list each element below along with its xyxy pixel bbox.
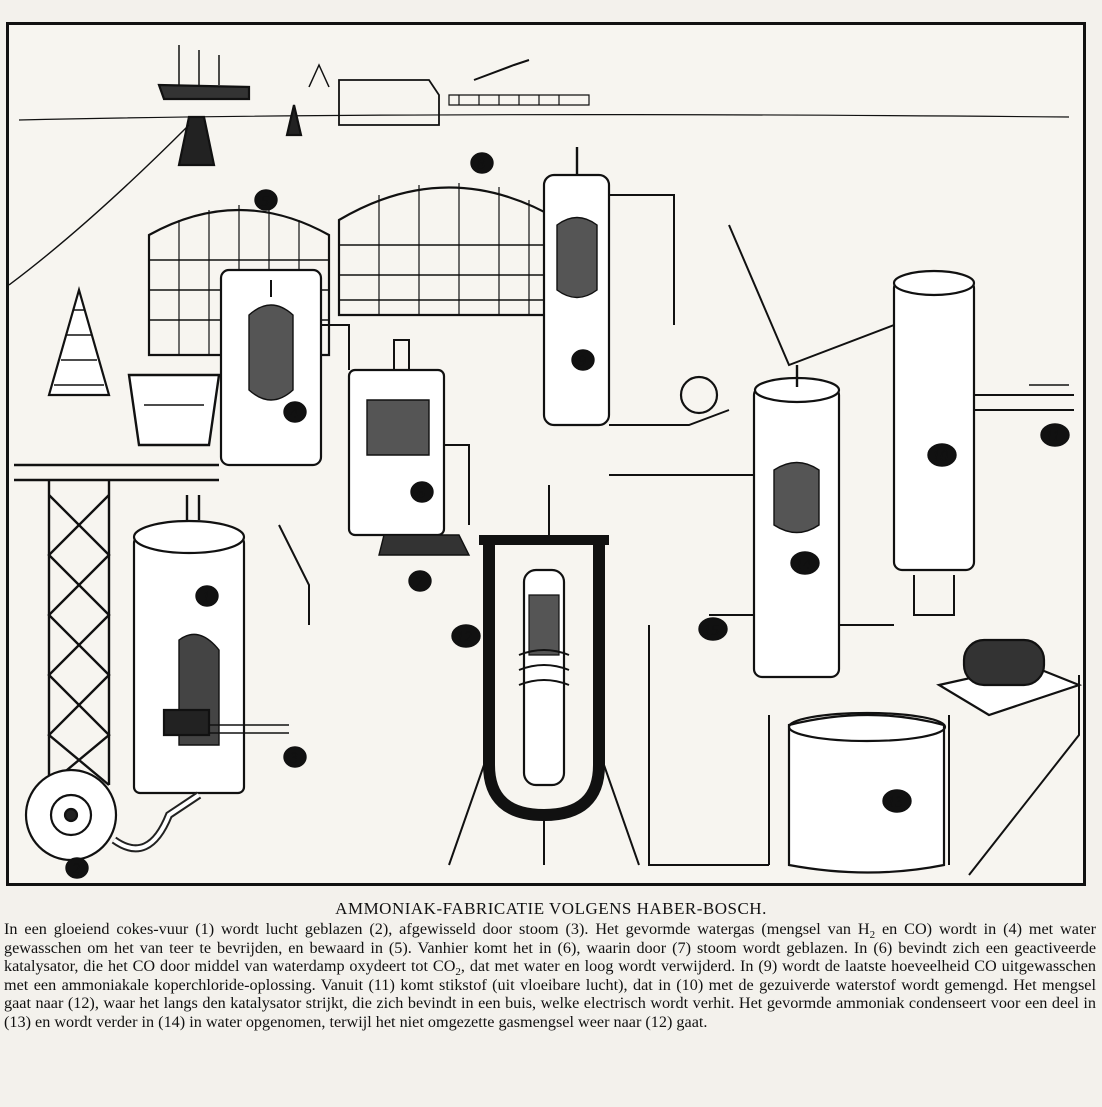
washer-4 — [219, 268, 323, 467]
absorber-14 — [548, 365, 841, 679]
caption-text-part-1: In een gloeiend cokes-vuur (1) wordt luc… — [4, 920, 870, 938]
svg-text:9: 9 — [578, 353, 586, 370]
label-8: 8 — [470, 152, 494, 174]
svg-text:10: 10 — [932, 448, 948, 465]
label-3: 3 — [283, 746, 307, 768]
caption-title: AMMONIAK-FABRICATIE VOLGENS HABER-BOSCH. — [335, 899, 767, 918]
label-2: 2 — [65, 857, 89, 879]
condenser-13 — [648, 625, 950, 874]
svg-text:15: 15 — [703, 622, 719, 639]
caption-text-part-3: , dat met water en loog wordt verwijderd… — [4, 957, 1097, 1031]
component-labels: 1 2 3 4 5 6 7 8 9 10 11 12 13 14 15 — [65, 152, 1070, 879]
svg-text:2: 2 — [72, 861, 80, 878]
haber-bosch-plant-illustration: 1 2 3 4 5 6 7 8 9 10 11 12 13 14 15 — [9, 45, 1083, 879]
label-15: 15 — [698, 617, 728, 641]
catalyst-oven-12 — [448, 535, 640, 866]
converter-6 — [347, 339, 471, 556]
gas-holder-8 — [337, 183, 561, 317]
cokes-generator-1 — [132, 495, 289, 795]
svg-text:12: 12 — [456, 629, 472, 646]
svg-text:11: 11 — [1045, 428, 1060, 445]
scrubber-9 — [542, 147, 730, 427]
caption-text-part-2: en CO) wordt in (4) met water gewasschen… — [4, 920, 1097, 976]
mixer-10 — [892, 269, 1074, 616]
svg-text:4: 4 — [290, 405, 298, 422]
illustration-frame: 1 2 3 4 5 6 7 8 9 10 11 12 13 14 15 — [6, 22, 1086, 886]
trestle-structure — [14, 373, 221, 786]
svg-text:14: 14 — [795, 556, 811, 573]
label-1: 1 — [195, 585, 219, 607]
svg-text:13: 13 — [887, 794, 903, 811]
caption-subscript-co2: 2 — [455, 966, 461, 979]
label-13: 13 — [882, 789, 912, 813]
svg-text:6: 6 — [417, 485, 425, 502]
background-scene — [9, 45, 1070, 397]
label-5: 5 — [254, 189, 278, 211]
caption-subscript-h2: 2 — [869, 929, 876, 942]
label-14: 14 — [790, 551, 820, 575]
label-4: 4 — [283, 401, 307, 423]
piping — [278, 224, 895, 626]
label-6: 6 — [410, 481, 434, 503]
svg-text:8: 8 — [477, 156, 485, 173]
svg-text:1: 1 — [202, 589, 210, 606]
svg-text:7: 7 — [415, 574, 424, 591]
svg-text:5: 5 — [261, 193, 269, 210]
compressor — [936, 638, 1083, 876]
blower-2 — [24, 768, 202, 862]
label-10: 10 — [927, 443, 957, 467]
label-11: 11 — [1040, 423, 1070, 447]
svg-text:3: 3 — [289, 750, 298, 767]
label-12: 12 — [451, 624, 481, 648]
caption-body: In een gloeiend cokes-vuur (1) wordt luc… — [4, 920, 1096, 1032]
label-9: 9 — [571, 349, 595, 371]
label-7: 7 — [408, 570, 432, 592]
